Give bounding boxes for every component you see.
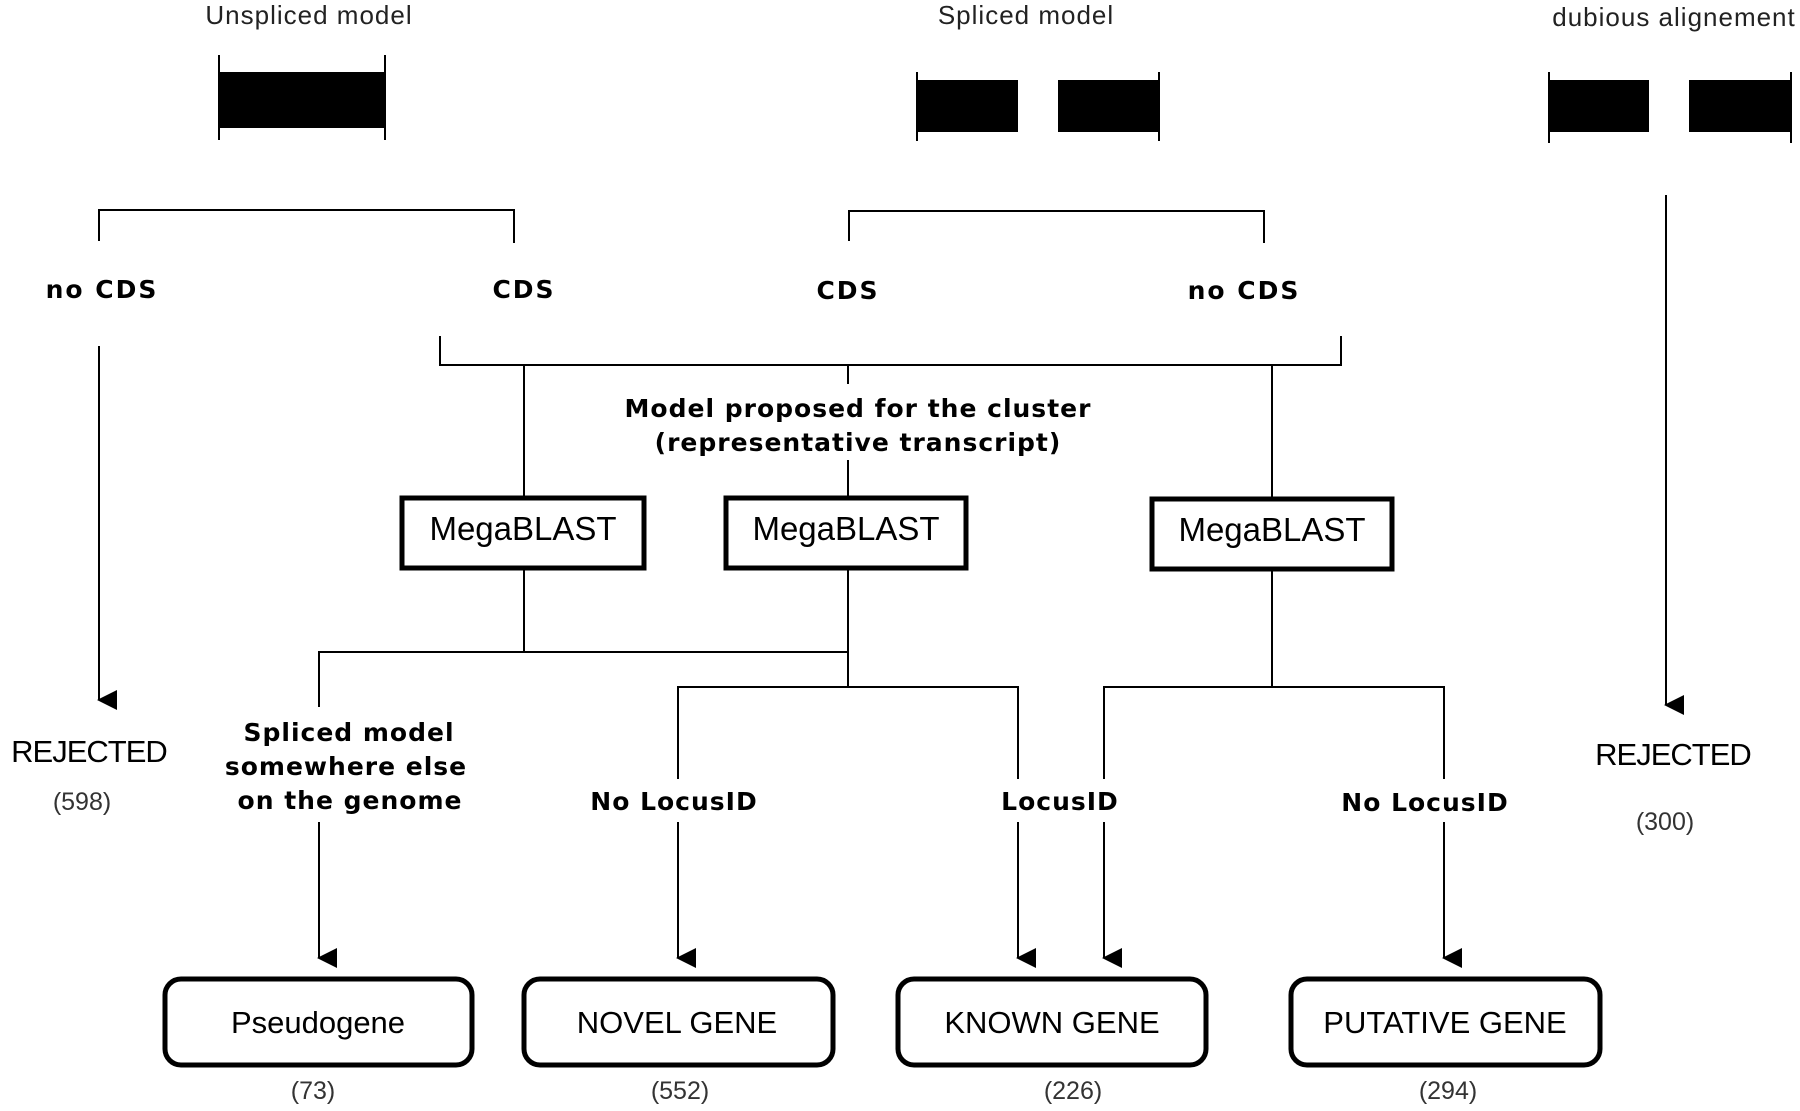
spliced-model-title: Spliced model bbox=[938, 0, 1114, 30]
dubious-alignment-title: dubious alignement bbox=[1552, 2, 1796, 32]
locus-branch-bar-center bbox=[677, 686, 1019, 779]
decision-no-locus-right: No LocusID bbox=[1341, 788, 1508, 817]
branch-spliced-cds: CDS bbox=[816, 276, 879, 305]
spliced-elsewhere-line1: Spliced model bbox=[243, 718, 454, 747]
pseudogene-branch-bar bbox=[318, 651, 848, 707]
spliced-model-glyph bbox=[916, 72, 1160, 141]
putative-gene-label: PUTATIVE GENE bbox=[1323, 1005, 1566, 1040]
known-gene-label: KNOWN GENE bbox=[944, 1005, 1159, 1040]
putative-gene-count: (294) bbox=[1419, 1077, 1477, 1105]
rejected-left-label: REJECTED bbox=[11, 734, 167, 769]
megablast-center-label: MegaBLAST bbox=[752, 510, 939, 547]
outcome-known-gene: KNOWN GENE bbox=[895, 976, 1209, 1068]
rejected-right-count: (300) bbox=[1636, 808, 1694, 836]
branch-unspliced-cds: CDS bbox=[492, 275, 555, 304]
model-proposed-line2: (representative transcript) bbox=[655, 428, 1062, 457]
megablast-left-label: MegaBLAST bbox=[429, 510, 616, 547]
known-gene-count: (226) bbox=[1044, 1077, 1102, 1105]
rejected-left-count: (598) bbox=[53, 788, 111, 816]
outcome-pseudogene: Pseudogene bbox=[162, 976, 475, 1068]
pseudogene-label: Pseudogene bbox=[231, 1005, 405, 1040]
decision-no-locus-left: No LocusID bbox=[590, 787, 757, 816]
unspliced-bracket bbox=[98, 209, 515, 243]
novel-gene-count: (552) bbox=[651, 1077, 709, 1105]
rejected-right-label: REJECTED bbox=[1595, 737, 1751, 772]
outcome-novel-gene: NOVEL GENE bbox=[521, 976, 836, 1068]
model-proposed-backdrop bbox=[640, 384, 1080, 460]
spliced-elsewhere-line3: on the genome bbox=[238, 786, 463, 815]
pseudogene-count: (73) bbox=[291, 1077, 335, 1105]
novel-gene-label: NOVEL GENE bbox=[577, 1005, 777, 1040]
decision-locus: LocusID bbox=[1001, 787, 1119, 816]
outcome-putative-gene: PUTATIVE GENE bbox=[1288, 976, 1603, 1068]
megablast-box-left: MegaBLAST bbox=[399, 495, 647, 571]
dubious-alignment-glyph bbox=[1548, 72, 1792, 143]
model-proposed-line1: Model proposed for the cluster bbox=[625, 394, 1092, 423]
cluster-bracket bbox=[439, 336, 1342, 366]
megablast-box-center: MegaBLAST bbox=[723, 495, 969, 571]
spliced-bracket bbox=[848, 210, 1265, 243]
unspliced-model-title: Unspliced model bbox=[205, 0, 412, 30]
branch-unspliced-no-cds: no CDS bbox=[46, 275, 159, 304]
megablast-right-label: MegaBLAST bbox=[1178, 511, 1365, 548]
unspliced-model-glyph bbox=[218, 55, 386, 140]
branch-spliced-no-cds: no CDS bbox=[1188, 276, 1301, 305]
megablast-box-right: MegaBLAST bbox=[1149, 496, 1395, 572]
spliced-elsewhere-line2: somewhere else bbox=[225, 752, 467, 781]
locus-branch-bar-right bbox=[1103, 686, 1445, 779]
